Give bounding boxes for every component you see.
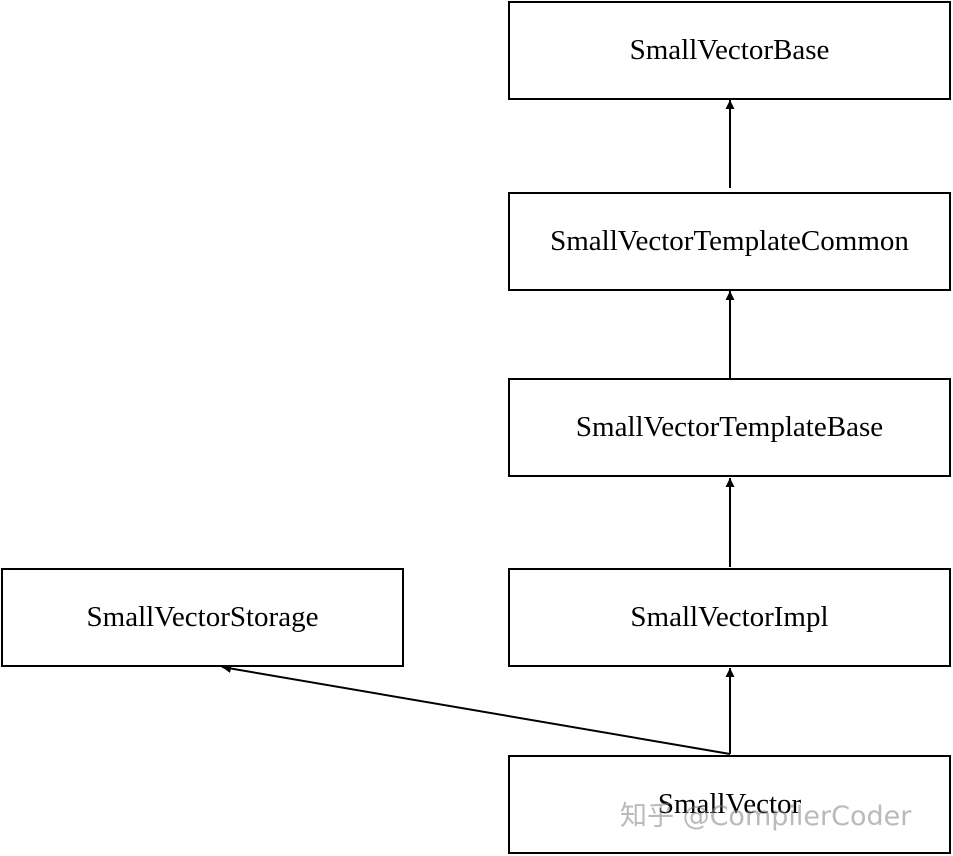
node-label: SmallVector [657, 788, 802, 820]
node-label: SmallVectorBase [629, 34, 830, 66]
node-label: SmallVectorStorage [86, 601, 319, 633]
edge-small-vector-to-storage [221, 664, 731, 755]
node-small-vector-base: SmallVectorBase [508, 1, 951, 100]
node-small-vector-storage: SmallVectorStorage [1, 568, 404, 667]
node-label: SmallVectorTemplateCommon [550, 225, 909, 257]
node-small-vector: SmallVector [508, 755, 951, 854]
node-small-vector-template-common: SmallVectorTemplateCommon [508, 192, 951, 291]
node-small-vector-impl: SmallVectorImpl [508, 568, 951, 667]
node-label: SmallVectorTemplateBase [575, 411, 884, 443]
node-label: SmallVectorImpl [630, 601, 829, 633]
node-small-vector-template-base: SmallVectorTemplateBase [508, 378, 951, 477]
